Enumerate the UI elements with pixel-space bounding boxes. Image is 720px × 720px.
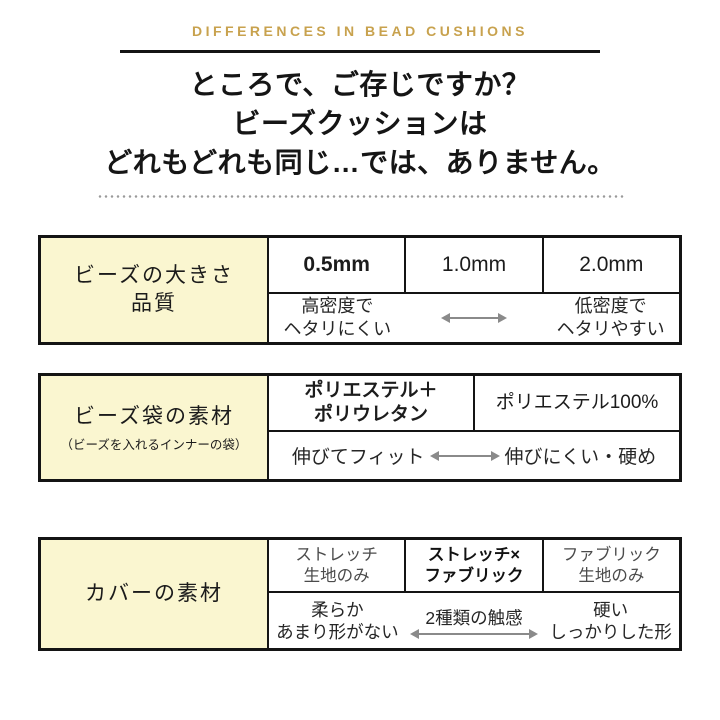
- title-line-1: ところで、ご存じですか？: [189, 69, 531, 100]
- cover-material-table: カバーの素材 ストレッチ 生地のみ ストレッチ× ファブリック ファブリック 生…: [38, 537, 682, 651]
- scale-center: 2種類の触感: [406, 607, 543, 635]
- scale-center-text: 2種類の触感: [425, 607, 523, 628]
- inner-bag-content: ポリエステル＋ ポリウレタン ポリエステル100% 伸びてフィット 伸びにくい・…: [269, 376, 679, 479]
- inner-bag-label: ビーズ袋の素材: [74, 403, 234, 431]
- label-line: ビーズの大きさ: [74, 264, 234, 287]
- size-cell-05mm: 0.5mm: [269, 238, 407, 292]
- bead-size-content: 0.5mm 1.0mm 2.0mm 高密度で ヘタリにくい 低密度で ヘタリやす…: [269, 238, 679, 342]
- cover-cell-stretch-only: ストレッチ 生地のみ: [269, 540, 407, 591]
- cover-line: 生地のみ: [303, 566, 370, 585]
- bead-size-label-cell: ビーズの大きさ 品質: [41, 238, 269, 342]
- bead-size-header-row: 0.5mm 1.0mm 2.0mm: [269, 238, 679, 294]
- scale-left-line: あまり形がない: [276, 621, 399, 642]
- scale-left-line: 高密度で: [301, 296, 374, 316]
- cover-content: ストレッチ 生地のみ ストレッチ× ファブリック ファブリック 生地のみ 柔らか…: [269, 540, 679, 648]
- header-rule: [120, 50, 600, 53]
- inner-bag-sublabel: （ビーズを入れるインナーの袋）: [60, 437, 248, 452]
- cover-cell-fabric-only: ファブリック 生地のみ: [544, 540, 679, 591]
- scale-right-text: 伸びにくい・硬め: [504, 447, 657, 468]
- cover-line: ファブリック: [561, 545, 661, 564]
- label-line: 品質: [130, 292, 177, 315]
- cover-line: ストレッチ×: [427, 545, 521, 564]
- label-line: カバーの素材: [85, 582, 223, 605]
- double-arrow-icon: [437, 454, 492, 457]
- scale-left-text: 高密度で ヘタリにくい: [269, 295, 406, 341]
- bead-size-scale-row: 高密度で ヘタリにくい 低密度で ヘタリやすい: [269, 294, 679, 342]
- cover-line: 生地のみ: [578, 566, 645, 585]
- scale-left-text: 伸びてフィット: [291, 447, 425, 468]
- scale-left-line: 柔らか: [311, 599, 364, 620]
- cover-cell-stretch-fabric: ストレッチ× ファブリック: [406, 540, 544, 591]
- scale-left-text: 柔らか あまり形がない: [269, 599, 406, 643]
- size-cell-10mm: 1.0mm: [406, 238, 544, 292]
- material-line: ポリエステル＋: [304, 380, 438, 401]
- scale-right-line: ヘタリやすい: [556, 319, 665, 339]
- eyebrow-title: DIFFERENCES IN BEAD CUSHIONS: [191, 23, 529, 39]
- bead-size-table: ビーズの大きさ 品質 0.5mm 1.0mm 2.0mm 高密度で ヘタリにくい…: [38, 235, 682, 345]
- scale-arrow-wrap: [406, 317, 543, 319]
- page-title: ところで、ご存じですか？ ビーズクッションは どれもどれも同じ…では、ありません…: [0, 65, 720, 182]
- scale-right-line: 硬い: [593, 599, 629, 620]
- inner-bag-header-row: ポリエステル＋ ポリウレタン ポリエステル100%: [269, 376, 679, 432]
- inner-bag-table: ビーズ袋の素材 （ビーズを入れるインナーの袋） ポリエステル＋ ポリウレタン ポ…: [38, 373, 682, 482]
- cover-label: カバーの素材: [85, 580, 223, 608]
- dotted-divider: [96, 195, 624, 198]
- label-line: ビーズ袋の素材: [74, 404, 234, 428]
- cover-header-row: ストレッチ 生地のみ ストレッチ× ファブリック ファブリック 生地のみ: [269, 540, 679, 593]
- size-cell-20mm: 2.0mm: [579, 253, 644, 276]
- material-cell-polyester-urethane: ポリエステル＋ ポリウレタン: [269, 376, 475, 430]
- double-arrow-icon: [449, 317, 499, 319]
- cover-scale-row: 柔らか あまり形がない 2種類の触感 硬い しっかりした形: [269, 593, 679, 648]
- material-cell-polyester100: ポリエステル100%: [495, 392, 659, 413]
- scale-left-line: ヘタリにくい: [283, 319, 392, 339]
- scale-right-text: 低密度で ヘタリやすい: [542, 295, 679, 341]
- title-line-3: どれもどれも同じ…では、ありません。: [104, 147, 616, 178]
- cover-line: ファブリック: [424, 566, 524, 585]
- inner-bag-label-cell: ビーズ袋の素材 （ビーズを入れるインナーの袋）: [41, 376, 269, 479]
- bead-size-label: ビーズの大きさ 品質: [74, 262, 234, 318]
- title-line-2: ビーズクッションは: [232, 108, 488, 139]
- material-line: ポリウレタン: [313, 404, 428, 425]
- scale-right-text: 硬い しっかりした形: [542, 599, 679, 643]
- cover-label-cell: カバーの素材: [41, 540, 269, 648]
- inner-bag-scale-row: 伸びてフィット 伸びにくい・硬め: [269, 432, 679, 479]
- scale-right-line: 低密度で: [574, 296, 647, 316]
- scale-right-line: しっかりした形: [549, 621, 672, 642]
- cover-line: ストレッチ: [295, 545, 378, 564]
- double-arrow-icon: [418, 632, 530, 635]
